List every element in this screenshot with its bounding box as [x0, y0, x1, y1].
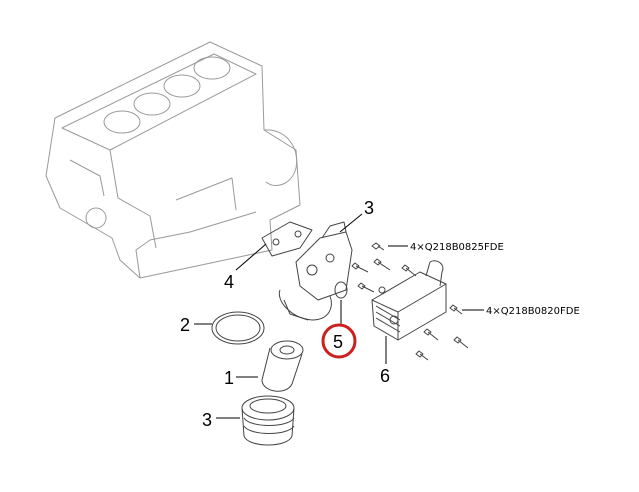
highlight-circle: [321, 323, 357, 359]
filter-cap-part-3: [241, 395, 295, 446]
oil-cooler-part-6: [371, 260, 447, 341]
oil-filter-housing-part-3: [278, 221, 353, 321]
bolts: [351, 242, 469, 361]
part-number-upper: 4×Q218B0825FDE: [410, 242, 504, 253]
gasket-part-4: [261, 221, 313, 257]
callout-3-housing: 3: [364, 198, 374, 218]
callout-1: 1: [224, 368, 234, 388]
o-ring-part-5: [334, 281, 348, 299]
part-number-lower: 4×Q218B0820FDE: [486, 306, 580, 317]
callout-4: 4: [224, 272, 234, 292]
engine-block: [45, 41, 301, 279]
leader-lines: [194, 213, 484, 419]
callout-6: 6: [380, 366, 390, 386]
callout-5: 5: [333, 332, 343, 352]
oil-filter-element-part-1: [261, 340, 304, 392]
gasket-ring-part-2: [211, 311, 265, 345]
callout-3-cap: 3: [202, 410, 212, 430]
callout-2: 2: [180, 315, 190, 335]
